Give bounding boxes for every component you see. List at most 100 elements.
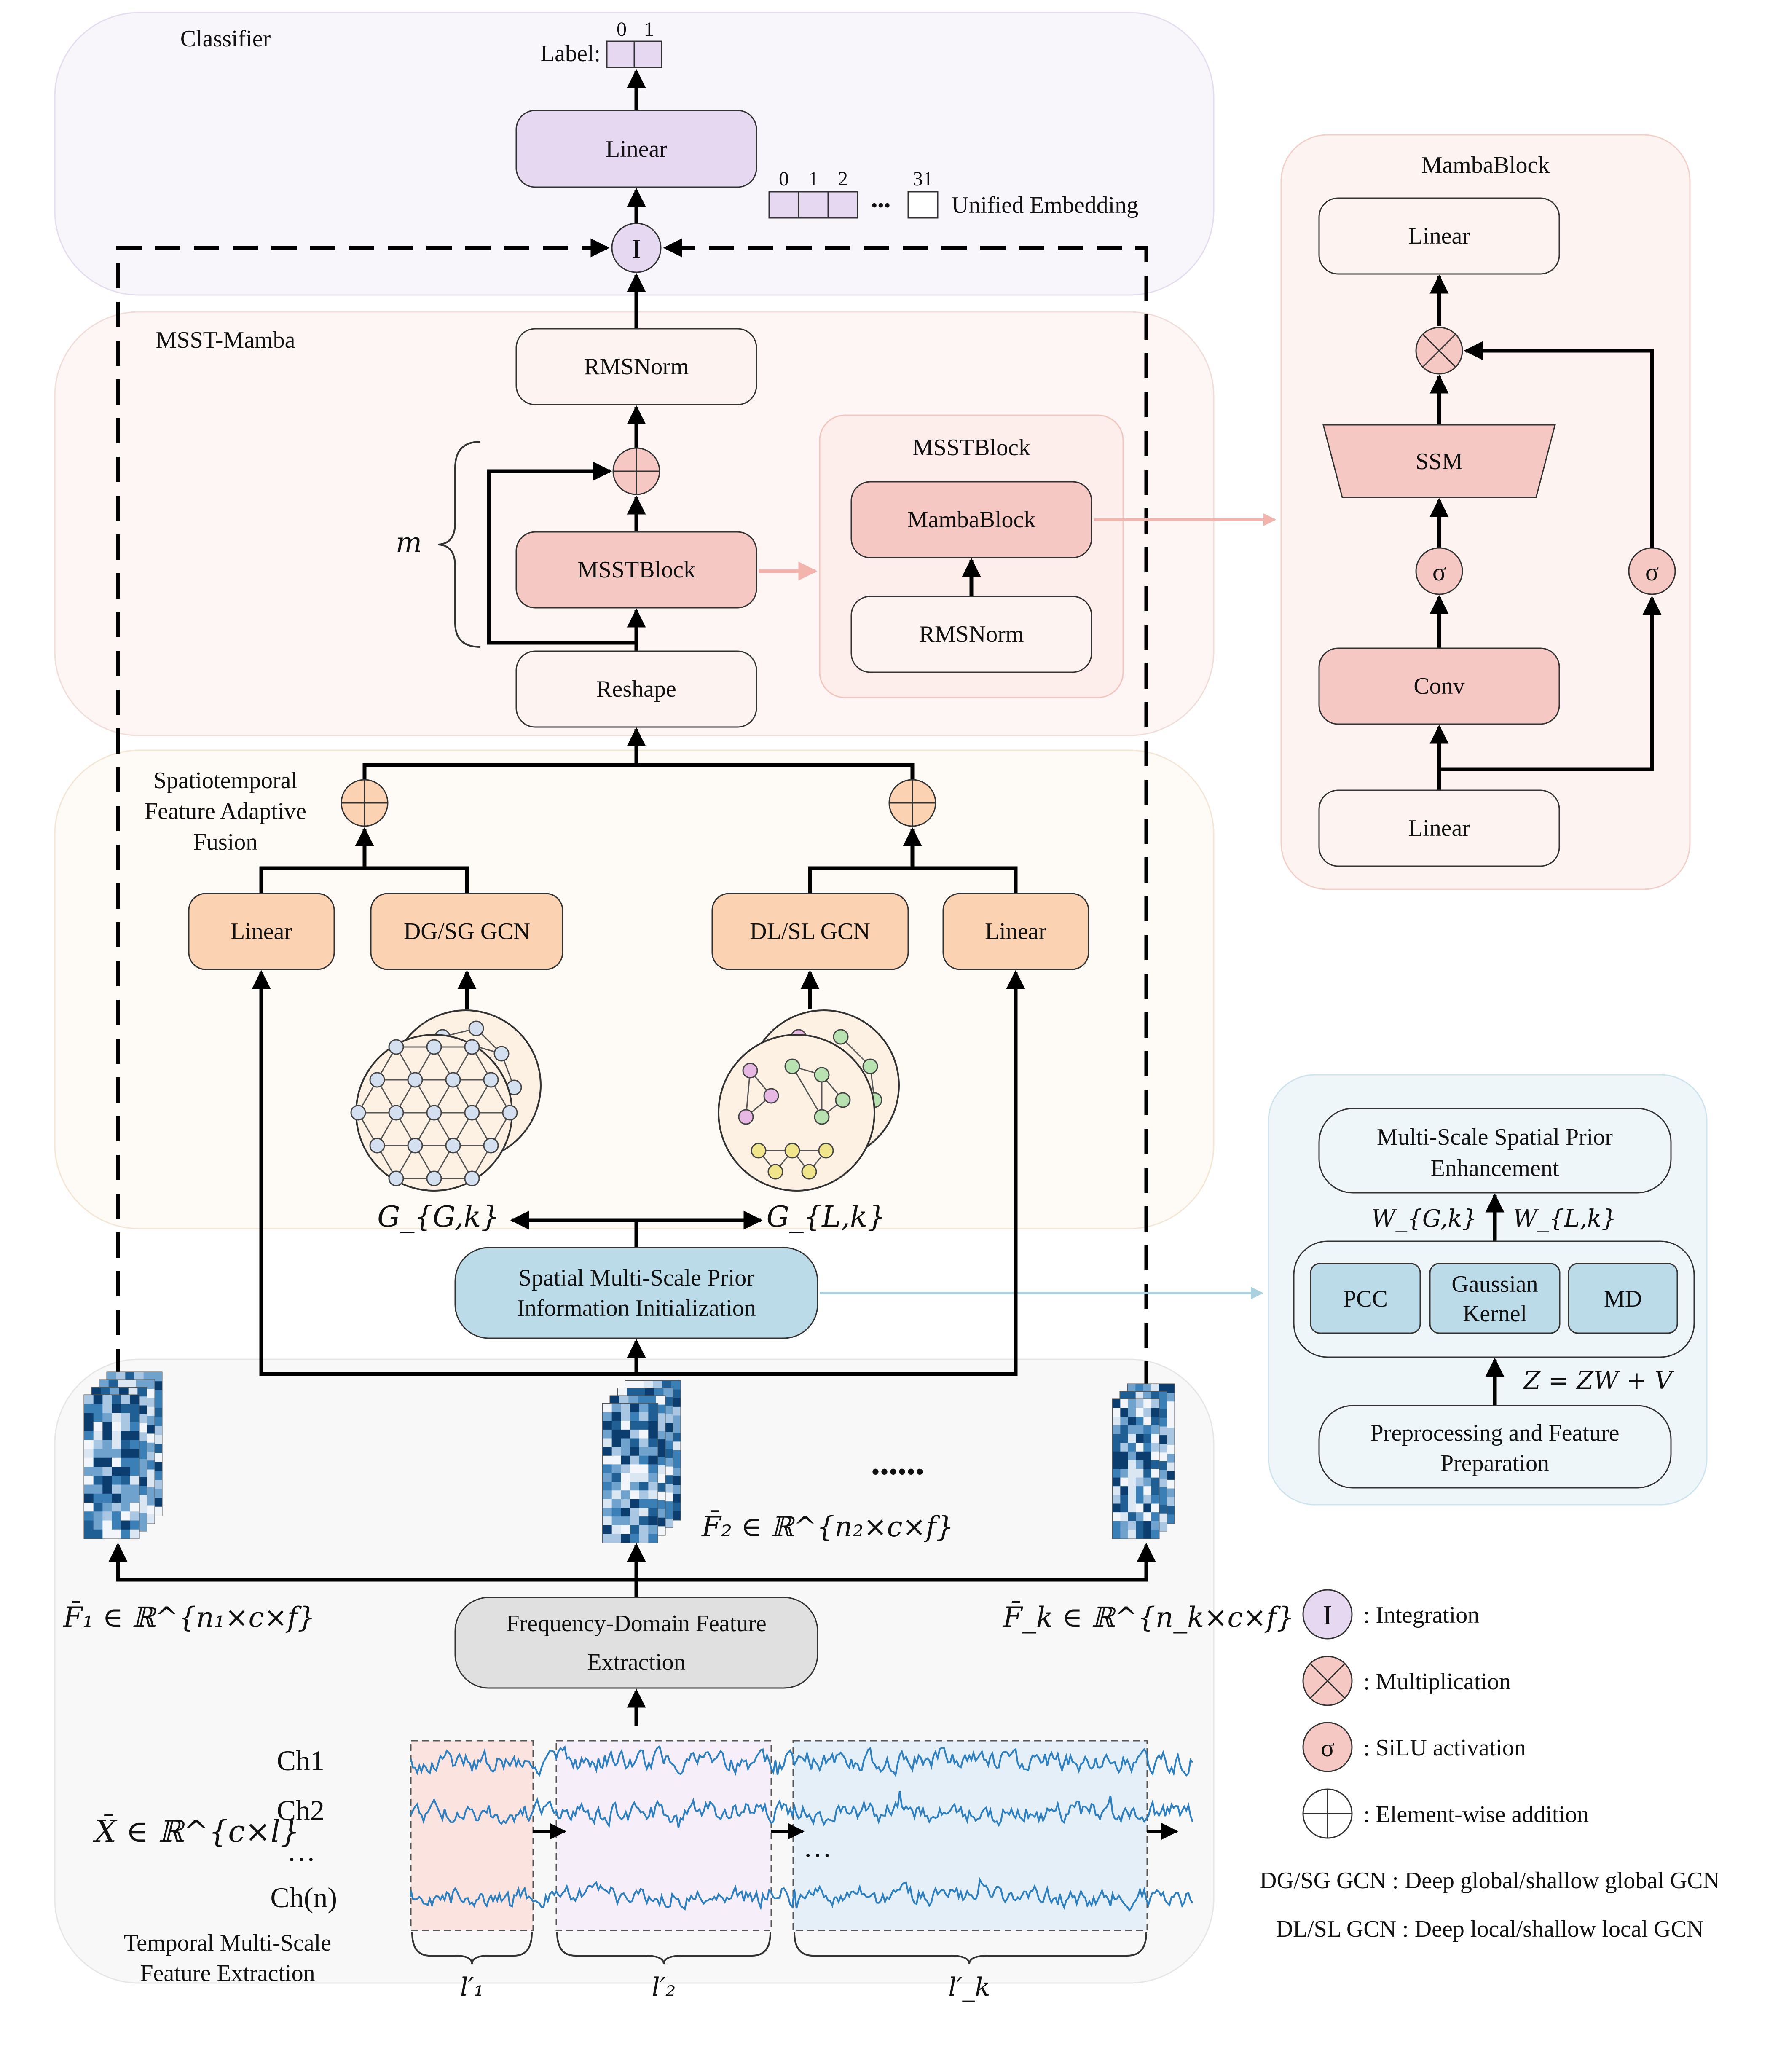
prep-box [1318,1405,1672,1489]
segment-brace-k [794,1932,1147,1965]
window-k [792,1740,1148,1931]
fusion-title-line1: Spatiotemporal [153,768,298,794]
spatial-init-line2: Information Initialization [517,1295,756,1321]
w-local-label: W_{L,k} [1513,1205,1617,1232]
repeat-brace [438,441,481,648]
reshape-box [515,650,757,728]
unified-embedding-label: Unified Embedding [952,192,1138,218]
mamba-linear-top-box [1318,197,1560,275]
classifier-title: Classifier [180,26,271,52]
prior-enhance-box [1318,1108,1672,1194]
freq-extract-line2: Extraction [587,1649,685,1675]
w-global-label: W_{G,k} [1371,1205,1477,1232]
legend-integration-icon [1302,1589,1353,1640]
window-inner-ellipsis: … [803,1831,832,1863]
conv-box [1318,647,1560,725]
label-text: Label: [540,40,601,67]
embedding-index-2: 2 [838,168,848,190]
msst-mamba-title: MSST-Mamba [156,327,295,353]
feature-bus [252,970,1025,1376]
legend-silu-symbol: σ [1321,1734,1334,1762]
feature-map-stacks [83,1371,1175,1543]
temporal-title-line2: Feature Extraction [140,1960,315,1986]
local-graph-label: G_{L,k} [767,1200,886,1234]
dl-sl-gcn-box [711,893,909,970]
fusion-linear-left-box [188,893,335,970]
inner-rmsnorm-box [850,596,1092,673]
repeat-count: m [396,526,422,559]
gaussian-kernel-line2: Kernel [1463,1301,1527,1327]
ssm-label: SSM [1416,448,1463,475]
legend-silu-icon [1302,1722,1353,1772]
prep-line2: Preparation [1440,1450,1549,1476]
f2-label: F̄₂ ∈ ℝ^{n₂×c×f} [701,1511,954,1543]
dg-sg-gcn-box [370,893,563,970]
legend-dg-definition: DG/SG GCN : Deep global/shallow global G… [1260,1868,1720,1894]
eeg-signal-traces [410,1745,1193,1912]
inner-mambablock-box [850,481,1092,558]
local-graph-icon [718,1009,900,1192]
msstblock-label: MSSTBlock [577,557,695,583]
gaussian-kernel-box [1429,1263,1561,1334]
left-branch-join [259,866,469,894]
dl-sl-gcn-label: DL/SL GCN [750,918,870,945]
f1-label: F̄₁ ∈ ℝ^{n₁×c×f} [63,1601,315,1634]
feature-dots: •••••• [871,1458,924,1486]
dg-sg-gcn-label: DG/SG GCN [404,918,530,945]
global-graph-icon [350,1009,542,1192]
legend-addition-text: : Element-wise addition [1363,1801,1589,1828]
silu-node-left [1415,547,1463,595]
segment-k-label: l′_k [948,1973,990,2002]
md-box [1568,1263,1678,1334]
dashed-path-right [663,238,1148,1387]
prior-enhance-line1: Multi-Scale Spatial Prior [1377,1124,1613,1150]
temporal-title-line1: Temporal Multi-Scale [124,1930,331,1956]
embedding-cell-0 [768,191,799,219]
right-branch-join [808,866,1018,894]
inner-mambablock-label: MambaBlock [907,507,1036,533]
ssm-trapezoid [1322,424,1556,498]
classifier-linear-label: Linear [606,136,667,162]
channel-1-label: Ch1 [277,1745,324,1777]
freq-extract-line1: Frequency-Domain Feature [506,1610,766,1637]
spatial-init-box [454,1247,818,1339]
rmsnorm-box [515,328,757,405]
input-x-label: X̄ ∈ ℝ^{c×l} [93,1813,300,1849]
fk-label: F̄_k ∈ ℝ^{n_k×c×f} [1003,1601,1294,1634]
mamba-linear-bottom-label: Linear [1408,815,1470,841]
scale-bus [108,1543,1156,1582]
inner-rmsnorm-label: RMSNorm [919,621,1024,647]
spatial-init-line1: Spatial Multi-Scale Prior [518,1265,754,1291]
legend-integration-symbol: I [1323,1600,1332,1631]
integration-node [611,223,662,273]
freq-extract-box [454,1597,818,1689]
pcc-label: PCC [1343,1286,1388,1312]
reshape-label: Reshape [596,676,676,702]
integration-symbol: I [632,234,641,264]
mambablock-title: MambaBlock [1421,152,1550,178]
msstblock-box [515,531,757,609]
affine-equation: Z = ZW + V [1523,1366,1674,1395]
label-bit-0: 0 [617,18,627,40]
silu-symbol-right: σ [1645,558,1659,586]
label-bit-1: 1 [644,18,654,40]
embedding-cell-2 [827,191,858,219]
gate-branch-path [1439,596,1662,771]
embedding-index-0: 0 [779,168,789,190]
legend-silu-text: : SiLU activation [1363,1735,1526,1761]
prep-line1: Preprocessing and Feature [1370,1420,1620,1446]
fusion-title-line3: Fusion [193,829,258,855]
mamba-linear-top-label: Linear [1408,223,1470,249]
legend-mult-b [1309,1663,1346,1699]
channel-n-label: Ch(n) [270,1881,337,1914]
rmsnorm-label: RMSNorm [584,354,689,380]
legend-multiplication-text: : Multiplication [1363,1669,1511,1695]
fusion-merge-path [362,763,914,782]
legend-dl-definition: DL/SL GCN : Deep local/shallow local GCN [1276,1916,1703,1942]
msstblock-detail-title: MSSTBlock [912,435,1030,461]
segment-brace-2 [556,1932,771,1965]
fusion-linear-right-box [942,893,1089,970]
pcc-box [1310,1263,1421,1334]
fusion-linear-left-label: Linear [231,918,292,945]
